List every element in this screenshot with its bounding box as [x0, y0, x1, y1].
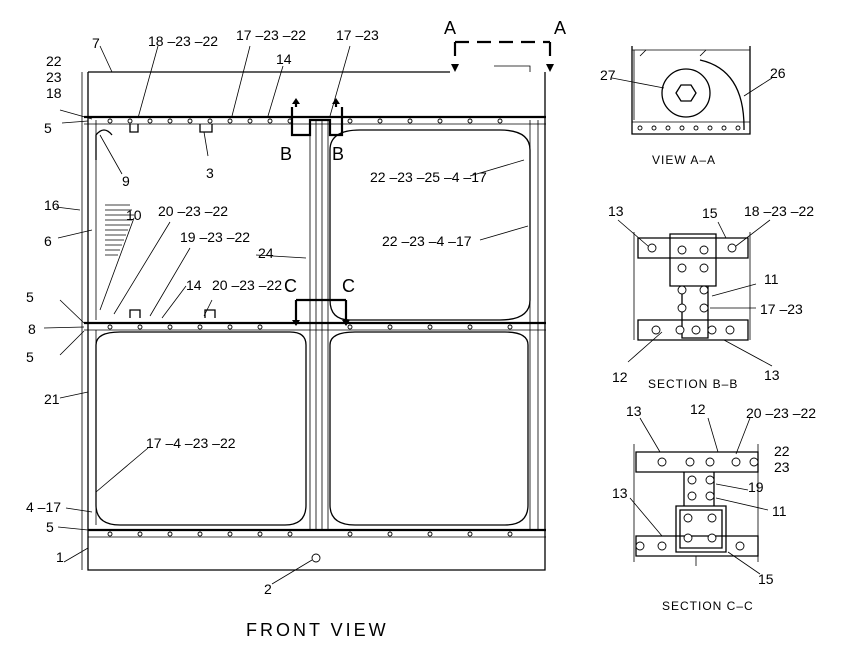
label-12: 12 — [612, 369, 628, 385]
section-c-right: C — [342, 276, 358, 296]
label-18: 18 — [46, 85, 62, 101]
label-17-4-23-22: 17 –4 –23 –22 — [146, 435, 236, 451]
label-5-bottom: 5 — [46, 519, 54, 535]
section-b-b-caption: SECTION B–B — [648, 377, 738, 391]
label-17-23: 17 –23 — [760, 301, 803, 317]
label-19: 19 — [748, 479, 764, 495]
label-18-23-22: 18 –23 –22 — [148, 33, 218, 49]
label-20-23-22-b: 20 –23 –22 — [212, 277, 282, 293]
label-15: 15 — [702, 205, 718, 221]
label-3: 3 — [206, 165, 214, 181]
label-10: 10 — [126, 207, 142, 223]
label-2: 2 — [264, 581, 272, 597]
label-5-mid-a: 5 — [26, 289, 34, 305]
section-b-b: 13 15 18 –23 –22 11 17 –23 12 13 SECTION… — [608, 203, 814, 391]
label-5-mid-b: 5 — [26, 349, 34, 365]
section-c-c: 13 12 20 –23 –22 22 23 13 19 11 15 SECTI… — [612, 401, 816, 613]
label-1: 1 — [56, 549, 64, 565]
label-8: 8 — [28, 321, 36, 337]
label-11: 11 — [772, 503, 787, 519]
section-b-left: B — [280, 144, 295, 164]
front-view: 22 23 18 5 7 18 –23 –22 17 –23 –22 14 17… — [26, 18, 569, 640]
label-20-23-22: 20 –23 –22 — [746, 405, 816, 421]
label-26: 26 — [770, 65, 786, 81]
label-13-bottom: 13 — [612, 485, 628, 501]
label-7: 7 — [92, 35, 100, 51]
view-a-right: A — [554, 18, 569, 38]
label-22-23-25-4-17: 22 –23 –25 –4 –17 — [370, 169, 487, 185]
label-21: 21 — [44, 391, 60, 407]
view-a-a-caption: VIEW A–A — [652, 153, 716, 167]
label-22: 22 — [46, 53, 62, 69]
section-b-right: B — [332, 144, 347, 164]
label-22: 22 — [774, 443, 790, 459]
label-12: 12 — [690, 401, 706, 417]
section-c-c-caption: SECTION C–C — [662, 599, 754, 613]
label-27: 27 — [600, 67, 616, 83]
label-19-23-22: 19 –23 –22 — [180, 229, 250, 245]
label-18-23-22: 18 –23 –22 — [744, 203, 814, 219]
label-13-top: 13 — [626, 403, 642, 419]
label-14-top: 14 — [276, 51, 292, 67]
label-13-top: 13 — [608, 203, 624, 219]
label-13-bottom: 13 — [764, 367, 780, 383]
front-view-caption: FRONT VIEW — [246, 620, 389, 640]
label-17-23: 17 –23 — [336, 27, 379, 43]
label-9: 9 — [122, 173, 130, 189]
view-a-a: 27 26 VIEW A–A — [600, 46, 786, 167]
label-20-23-22-a: 20 –23 –22 — [158, 203, 228, 219]
label-17-23-22: 17 –23 –22 — [236, 27, 306, 43]
label-16: 16 — [44, 197, 60, 213]
label-11: 11 — [764, 271, 779, 287]
label-23: 23 — [46, 69, 62, 85]
view-a-left: A — [444, 18, 459, 38]
label-24: 24 — [258, 245, 274, 261]
label-15: 15 — [758, 571, 774, 587]
label-22-23-4-17: 22 –23 –4 –17 — [382, 233, 472, 249]
label-23: 23 — [774, 459, 790, 475]
section-c-left: C — [284, 276, 300, 296]
label-14-mid: 14 — [186, 277, 202, 293]
label-5-top: 5 — [44, 120, 52, 136]
label-4-17: 4 –17 — [26, 499, 61, 515]
label-6: 6 — [44, 233, 52, 249]
